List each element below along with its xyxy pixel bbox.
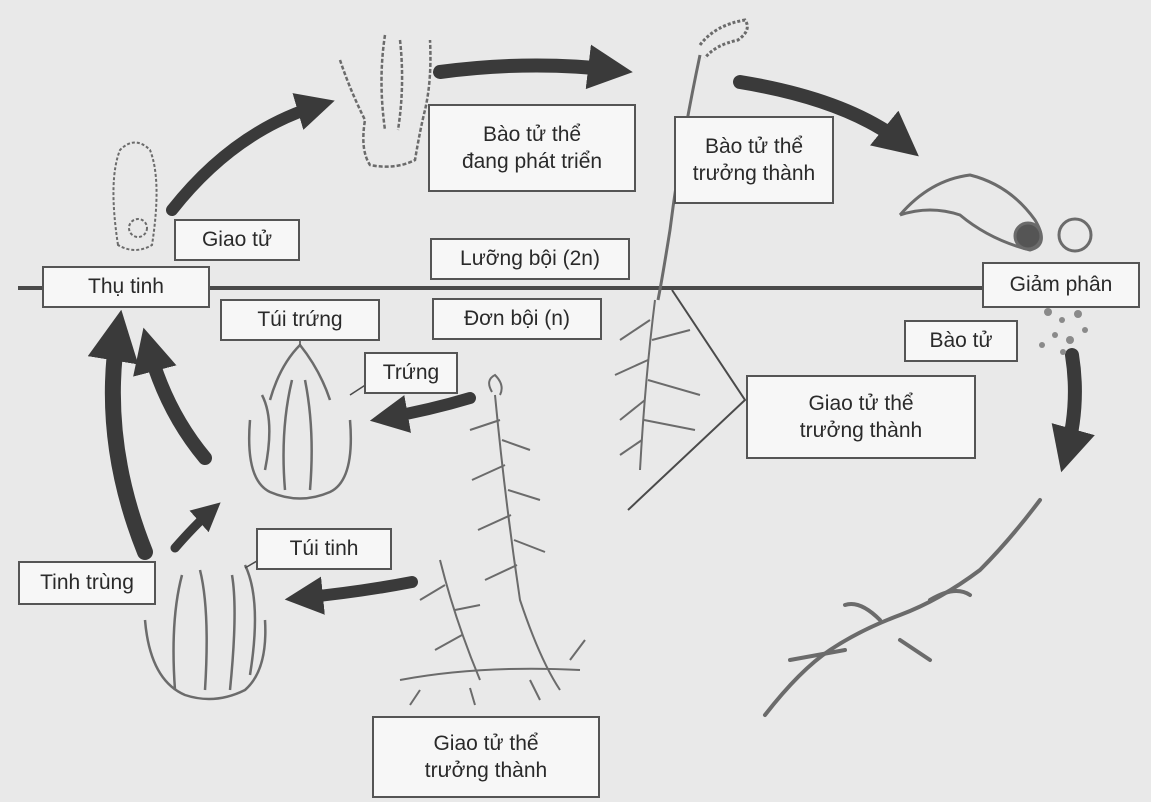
arrow-gametophyte-to-archegonium	[385, 398, 470, 418]
developing-sporophyte-line-2: đang phát triển	[462, 148, 602, 175]
arrow-archegonium-to-fertilization	[148, 345, 205, 458]
label-mature-sporophyte: Bào tử thể trưởng thành	[674, 116, 834, 204]
arrow-developing-to-mature-sporophyte	[440, 65, 615, 72]
arrow-sperm-to-fertilization	[113, 330, 145, 552]
zygote-drawing	[113, 143, 156, 251]
label-spore: Bào tử	[904, 320, 1018, 362]
gametophyte-right-line-1: Giao tử thể	[808, 390, 913, 417]
label-diploid: Lưỡng bội (2n)	[430, 238, 630, 280]
gametophyte-bottom-line-1: Giao tử thể	[433, 730, 538, 757]
meiosis-text: Giảm phân	[1010, 271, 1113, 298]
diploid-text: Lưỡng bội (2n)	[460, 245, 600, 272]
label-zygote: Giao tử	[174, 219, 300, 261]
arrow-sperm-to-archegonium	[175, 510, 212, 548]
label-developing-sporophyte: Bào tử thể đang phát triển	[428, 104, 636, 192]
gametophyte-shoot-drawing	[615, 300, 700, 470]
protonema-drawing	[765, 500, 1040, 715]
arrow-spore-to-protonema	[1066, 355, 1075, 455]
spores-drawing	[1039, 308, 1088, 355]
archegonium-drawing	[249, 345, 351, 499]
developing-sporophyte-drawing	[340, 35, 430, 167]
arrow-zygote-to-developing-sporophyte	[172, 105, 320, 210]
mature-sporophyte-line-1: Bào tử thể	[705, 133, 803, 160]
haploid-text: Đơn bội (n)	[464, 305, 570, 332]
label-archegonium: Túi trứng	[220, 299, 380, 341]
mature-sporophyte-line-2: trưởng thành	[693, 160, 815, 187]
capsule-drawing	[900, 175, 1091, 251]
gametophyte-right-line-2: trưởng thành	[800, 417, 922, 444]
zygote-text: Giao tử	[202, 226, 272, 253]
egg-text: Trứng	[383, 359, 439, 386]
label-meiosis: Giảm phân	[982, 262, 1140, 308]
sperm-text: Tinh trùng	[40, 569, 134, 596]
label-haploid: Đơn bội (n)	[432, 298, 602, 340]
antheridium-text: Túi tinh	[290, 535, 359, 562]
label-mature-gametophyte-right: Giao tử thể trưởng thành	[746, 375, 976, 459]
archegonium-text: Túi trứng	[257, 306, 342, 333]
arrow-gametophyte-to-antheridium	[300, 582, 412, 598]
gametophyte-bottom-line-2: trưởng thành	[425, 757, 547, 784]
spore-text: Bào tử	[929, 327, 992, 354]
label-fertilization: Thụ tinh	[42, 266, 210, 308]
label-mature-gametophyte-bottom: Giao tử thể trưởng thành	[372, 716, 600, 798]
label-egg: Trứng	[364, 352, 458, 394]
label-sperm: Tinh trùng	[18, 561, 156, 605]
developing-sporophyte-line-1: Bào tử thể	[483, 121, 581, 148]
label-antheridium: Túi tinh	[256, 528, 392, 570]
antheridium-drawing	[145, 565, 265, 699]
fertilization-text: Thụ tinh	[88, 273, 164, 300]
central-gametophyte-drawing	[400, 375, 585, 705]
